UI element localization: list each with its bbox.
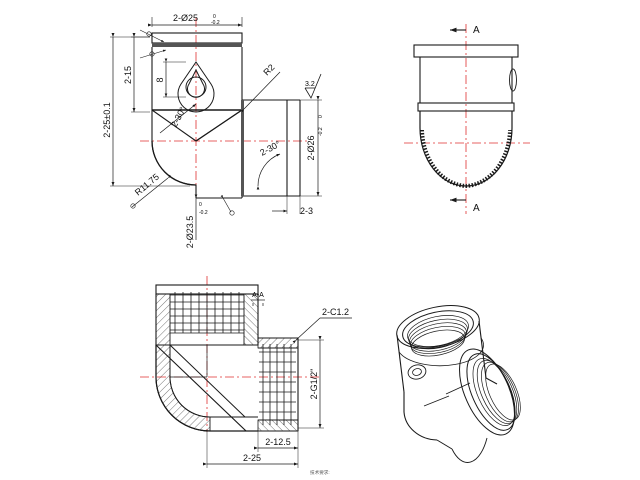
dim-top-width-tol-lower: -0.2 — [211, 20, 220, 26]
dim-overall-25: 2-25 — [202, 431, 299, 468]
elbow-wall-hatch — [155, 344, 211, 432]
surface-finish-symbol: 3.2 — [304, 73, 322, 99]
keyhole-feature — [177, 61, 215, 113]
iso-top-threads — [407, 315, 469, 357]
dim-radius-r1175-label: R11.75 — [133, 172, 161, 198]
section-mark-bottom: A — [450, 197, 480, 214]
dim-top-width-tol-upper: 0 — [213, 14, 216, 20]
section-label-aa-text: A-A — [252, 292, 264, 299]
dim-depth-125: 2-12.5 — [253, 431, 299, 452]
iso-side-boss — [407, 364, 427, 380]
wall-hatch-right — [243, 293, 259, 346]
dim-height-15: 2-15 — [123, 32, 150, 113]
dim-bore-235: 2-Ø23.5 0 -0.2 — [185, 194, 235, 249]
dim-radius-r2-label: R2 — [261, 62, 276, 77]
elbow-parting-line — [169, 344, 246, 418]
centerline-group — [140, 18, 310, 200]
dim-bore-235-label: 2-Ø23.5 — [185, 216, 195, 249]
dim-top-width-label: 2-Ø25 — [173, 13, 198, 23]
top-plan-view: A A — [404, 24, 530, 214]
section-label-aa: A-A — [251, 292, 265, 306]
dim-chamfer-right-label: 2-30° — [258, 139, 282, 158]
wall-hatch-left — [155, 293, 171, 346]
dim-chamfer-left-label: 2-30° — [169, 105, 188, 129]
dim-bore-26-tol-upper: 0 — [318, 115, 324, 118]
dim-overall-25-label: 2-25 — [243, 453, 261, 463]
dim-radius-r1175: R11.75 — [130, 172, 172, 209]
datum-leader-marks — [139, 29, 167, 59]
dim-slot-8-label: 8 — [155, 77, 165, 82]
dim-thread-g12-label: 2-G1/2" — [309, 369, 319, 400]
sheet-note: 技术要求: — [310, 469, 330, 476]
dim-depth-125-label: 2-12.5 — [265, 437, 291, 447]
section-mark-top-label: A — [473, 25, 480, 36]
dim-bore-235-tol-upper: 0 — [199, 202, 202, 208]
section-mark-bottom-label: A — [473, 203, 480, 214]
dim-top-width: 2-Ø25 0 -0.2 — [147, 13, 243, 27]
dim-chamfer-right: 2-30° — [256, 139, 282, 190]
thread-profile-upper — [170, 292, 244, 334]
thread-profile-right — [259, 344, 296, 425]
dim-height-15-label: 2-15 — [123, 66, 133, 84]
surface-finish-value: 3.2 — [305, 81, 315, 88]
dim-bore-26-label: 2-Ø26 — [306, 135, 316, 160]
section-mark-top: A — [450, 25, 480, 36]
flange-shadow-band — [152, 43, 242, 47]
isometric-3d-view — [396, 305, 521, 463]
leg-shadow-band — [241, 100, 244, 196]
right-branch-hatch-top — [257, 337, 299, 349]
dim-height-25-label: 2-25±0.1 — [102, 102, 112, 137]
front-elevation-view: 2-Ø25 0 -0.2 2-25±0.1 2-15 8 R — [102, 13, 324, 248]
dim-wall-3-label: 2-3 — [300, 206, 313, 216]
dim-radius-r2: R2 — [240, 62, 281, 113]
dim-chamfer-c12-label: 2-C1.2 — [322, 307, 349, 317]
iso-right-threads — [472, 358, 521, 426]
section-a-a-view: A-A 2-C1.2 2-G1/2" 2-12.5 — [140, 276, 352, 468]
dim-bore-235-tol-lower: -0.2 — [199, 210, 208, 216]
dim-chamfer-c12: 2-C1.2 — [292, 307, 352, 344]
dim-slot-8: 8 — [155, 58, 186, 98]
side-boss — [509, 68, 517, 92]
dim-bore-26: 2-Ø26 0 -0.2 — [300, 95, 324, 197]
dim-wall-3: 2-3 — [272, 196, 313, 216]
dim-bore-26-tol-lower: -0.2 — [318, 127, 324, 136]
dim-thread-g12: 2-G1/2" — [298, 335, 324, 429]
right-branch-hatch-bottom — [257, 419, 299, 432]
